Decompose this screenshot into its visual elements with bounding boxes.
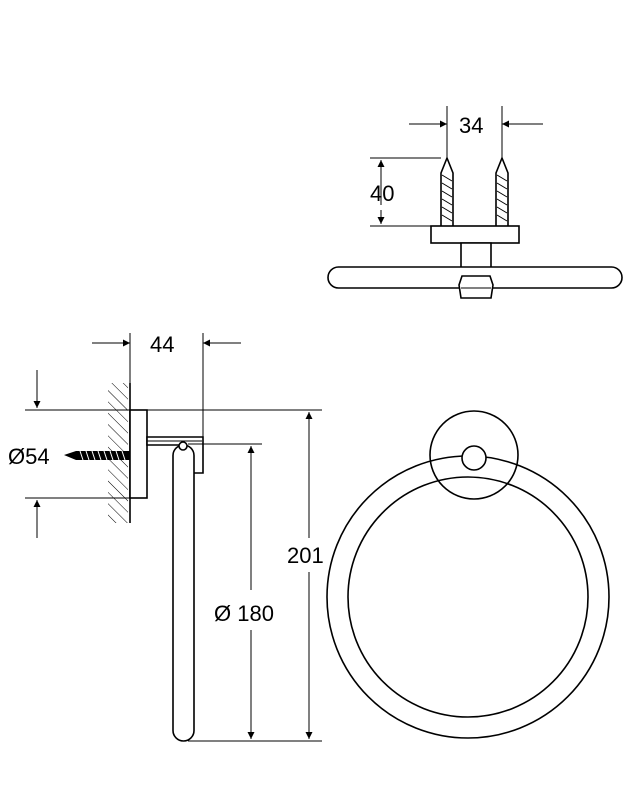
- dimension-34: 34: [409, 106, 543, 158]
- ring-side-profile: [172, 444, 195, 742]
- holder-foot: [458, 275, 494, 299]
- side-view: 44 Ø54 Ø 180 201: [8, 332, 324, 742]
- dimension-label-44: 44: [150, 332, 174, 357]
- mounting-screws: [440, 155, 509, 226]
- dimension-label-40: 40: [370, 181, 394, 206]
- front-knob: [461, 445, 487, 471]
- dimension-label-180: Ø 180: [214, 601, 274, 626]
- dimension-54: Ø54: [8, 370, 130, 538]
- dimension-201: 201: [147, 409, 324, 739]
- top-view: 34 40: [327, 106, 623, 299]
- side-screw: [64, 450, 130, 461]
- dimension-180: Ø 180: [188, 443, 322, 742]
- dimension-label-201: 201: [287, 543, 324, 568]
- front-view: [326, 410, 610, 739]
- ring-inner-edge: [347, 476, 589, 718]
- dimension-label-54: Ø54: [8, 444, 50, 469]
- dimension-44: 44: [92, 332, 241, 437]
- dimension-label-34: 34: [459, 113, 483, 138]
- rosette-plate: [430, 225, 520, 244]
- side-rosette: [129, 409, 148, 499]
- dimension-40: 40: [370, 157, 441, 227]
